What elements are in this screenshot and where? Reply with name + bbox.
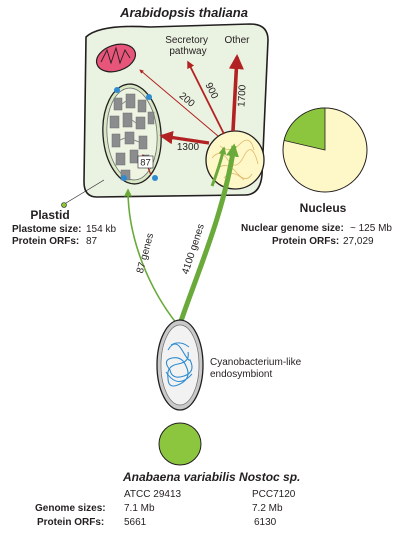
anabaena-genome-label: Genome sizes: bbox=[35, 503, 106, 514]
plastome-dot bbox=[146, 94, 152, 100]
anabaena-genome-circle bbox=[158, 422, 202, 466]
destination-other: Other bbox=[224, 35, 250, 46]
endosymbiont-dna bbox=[165, 343, 193, 387]
anabaena-orf-1: 5661 bbox=[124, 517, 147, 528]
nucleus-pie-chart bbox=[282, 107, 368, 193]
endosymbiont-label: Cyanobacterium-like endosymbiont bbox=[210, 357, 304, 380]
anabaena-orf-2: 6130 bbox=[254, 517, 277, 528]
arrow-to-secretory bbox=[187, 60, 225, 135]
plastome-dot bbox=[114, 87, 120, 93]
plastid-size-value: 154 kb bbox=[86, 224, 116, 235]
plastid-label: Plastid bbox=[30, 208, 69, 222]
nucleus-orf-value: 27,029 bbox=[343, 236, 374, 247]
anabaena-strain-1: ATCC 29413 bbox=[124, 489, 182, 500]
arrow-to-mitochondrion bbox=[139, 69, 219, 137]
flow-value-other: 1700 bbox=[236, 84, 248, 107]
pie-slice-cyanobacterial bbox=[283, 107, 326, 151]
anabaena-title: Anabaena variabilis Nostoc sp. bbox=[122, 470, 300, 484]
anabaena-strain-2: PCC7120 bbox=[252, 489, 296, 500]
figure-title: Arabidopsis thaliana bbox=[119, 5, 248, 20]
arrow-to-other bbox=[228, 53, 244, 132]
arrow-endo-to-plastid bbox=[124, 188, 178, 325]
nucleus-size-label: Nuclear genome size: bbox=[241, 223, 344, 234]
plastome-dot bbox=[152, 175, 158, 181]
nucleus-organelle bbox=[205, 130, 265, 190]
nucleus-orf-label: Protein ORFs: bbox=[272, 236, 339, 247]
arrow-to-plastid bbox=[159, 130, 210, 145]
anabaena-orf-label: Protein ORFs: bbox=[37, 517, 104, 528]
nucleus-size-value: ~ 125 Mb bbox=[350, 223, 392, 234]
plastome-dot bbox=[121, 175, 127, 181]
destination-secretory: Secretory pathway bbox=[165, 35, 211, 57]
plastid-size-label: Plastome size: bbox=[12, 224, 81, 235]
plastid-internal-value: 87 bbox=[140, 158, 151, 169]
plastid-orf-value: 87 bbox=[86, 236, 98, 247]
flow-value-plastid: 1300 bbox=[177, 142, 200, 153]
plastid-orf-label: Protein ORFs: bbox=[12, 236, 79, 247]
mitochondrion bbox=[95, 43, 137, 73]
arrow-endo-to-nucleus-branch bbox=[210, 146, 227, 187]
anabaena-genome-2: 7.2 Mb bbox=[252, 503, 283, 514]
anabaena-genome-1: 7.1 Mb bbox=[124, 503, 155, 514]
endosymbiont-cell bbox=[156, 319, 204, 411]
arrow-endo-to-nucleus bbox=[177, 143, 239, 325]
plastid-pointer-dot bbox=[61, 202, 67, 208]
flow-label-endo-nucleus: 4100 genes bbox=[180, 223, 207, 276]
nucleus-label: Nucleus bbox=[300, 201, 347, 215]
thylakoid-stacks bbox=[109, 93, 155, 181]
